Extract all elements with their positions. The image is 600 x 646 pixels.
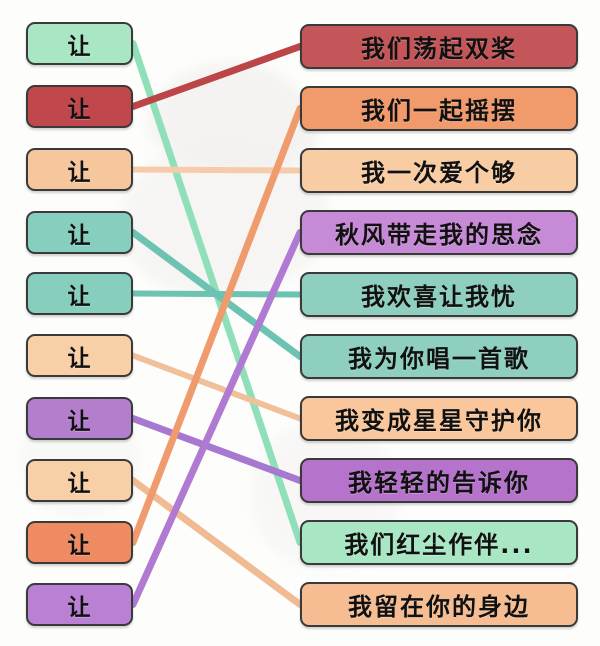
background-watermark [148, 62, 318, 170]
right-tile-r5[interactable]: 我欢喜让我忧 [300, 272, 578, 317]
left-tile-l7[interactable]: 让 [26, 397, 133, 440]
right-tile-r3[interactable]: 我一次爱个够 [300, 148, 578, 193]
connection-line-l6-r7 [130, 352, 303, 422]
connection-line-l3-r3 [130, 166, 303, 174]
connection-line-l7-r8 [129, 415, 304, 484]
left-tile-l2[interactable]: 让 [26, 85, 133, 128]
right-tile-r8[interactable]: 我轻轻的告诉你 [300, 458, 578, 503]
right-tile-r2[interactable]: 我们一起摇摆 [300, 86, 578, 131]
connection-line-l4-r6 [129, 229, 304, 360]
connection-line-l5-r5 [130, 290, 303, 298]
connection-line-l2-r1 [129, 43, 304, 110]
left-tile-l8[interactable]: 让 [26, 459, 133, 502]
background-watermark [120, 140, 330, 300]
left-tile-l6[interactable]: 让 [26, 334, 133, 377]
connection-line-l9-r2 [129, 105, 304, 546]
left-tile-l5[interactable]: 让 [26, 272, 133, 315]
left-tile-l4[interactable]: 让 [26, 211, 133, 254]
connection-line-l10-r4 [129, 229, 304, 608]
right-tile-r9[interactable]: 我们红尘作伴... [300, 520, 578, 565]
left-tile-l10[interactable]: 让 [26, 583, 133, 626]
connection-line-l8-r10 [129, 477, 304, 608]
right-tile-r10[interactable]: 我留在你的身边 [300, 582, 578, 627]
right-tile-r1[interactable]: 我们荡起双桨 [300, 24, 578, 69]
right-tile-r6[interactable]: 我为你唱一首歌 [300, 334, 578, 379]
left-tile-l1[interactable]: 让 [26, 22, 133, 65]
right-tile-r4[interactable]: 秋风带走我的思念 [300, 210, 578, 255]
left-tile-l9[interactable]: 让 [26, 521, 133, 564]
left-tile-l3[interactable]: 让 [26, 148, 133, 191]
right-tile-r7[interactable]: 我变成星星守护你 [300, 396, 578, 441]
connection-line-l1-r9 [129, 40, 304, 546]
